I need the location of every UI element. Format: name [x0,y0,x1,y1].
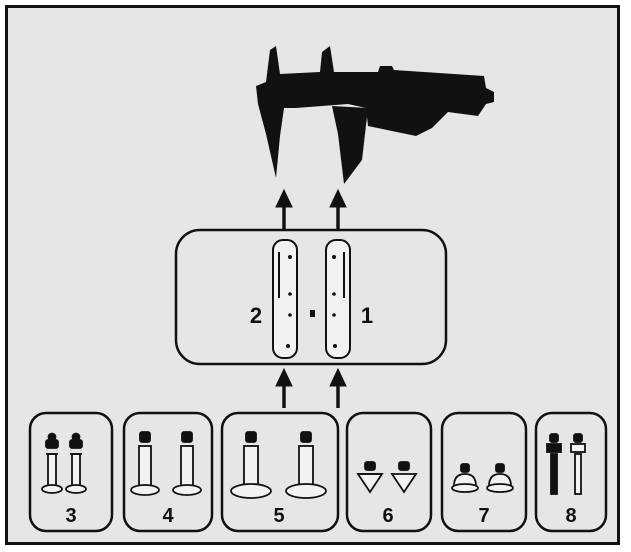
adapter-6: 6 [345,411,433,533]
figure-frame: 2 1 [5,5,620,545]
caliper-jaw [332,106,368,184]
thin-pin-icon [41,432,87,494]
needle-pin-icon [546,433,586,495]
thick-pin-icon [130,431,202,496]
sample-tray: 2 1 [174,228,448,366]
adapter-7: 7 [440,411,528,533]
adapter-5: 5 [220,411,340,533]
adapter-4: 4 [122,411,214,533]
arrow-up-icon [275,188,293,230]
pin-right [325,239,351,359]
assembly-diagram: 2 1 [28,46,608,533]
diamond-tip-icon [356,461,418,494]
pin-left-label: 2 [250,303,262,328]
arrow-up-icon [329,367,347,408]
caliper-icon [256,46,494,184]
adapter-label: 5 [273,505,284,527]
tray-outline [174,228,448,366]
adapter-label: 3 [65,505,76,527]
arrow-up-icon [329,188,347,230]
wide-flange-pin-icon [230,431,327,499]
adapter-row: 3 4 [28,411,608,533]
dome-cap-icon [451,463,514,493]
caliper-body [256,46,494,178]
pin-right-label: 1 [361,303,373,328]
pin-left [272,239,298,359]
arrow-up-icon [275,367,293,408]
adapter-label: 6 [382,505,393,527]
adapter-label: 4 [162,505,174,527]
adapter-3: 3 [28,411,114,533]
adapter-8: 8 [534,411,608,533]
adapter-label: 7 [478,505,489,527]
jaw-gap [284,108,298,126]
center-mark [310,310,315,317]
adapter-label: 8 [565,505,576,527]
